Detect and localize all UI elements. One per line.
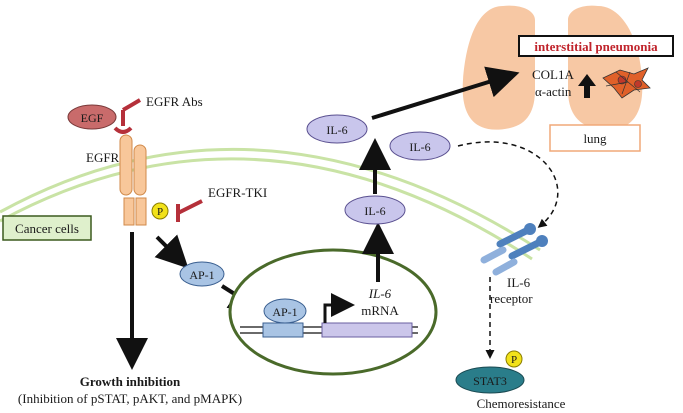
egfr-abs-label: EGFR Abs	[146, 94, 203, 109]
alpha-actin-label: α-actin	[535, 84, 572, 99]
dna-strand	[240, 322, 418, 338]
il6-protein-upper	[306, 114, 368, 144]
chemoresistance-label: Chemoresistance	[477, 396, 566, 411]
col1a-label: COL1A	[532, 67, 575, 82]
il6-protein-secreted	[389, 131, 451, 161]
arrow-il6-to-lung	[371, 66, 520, 120]
cancer-cells-label: Cancer cells	[15, 221, 79, 236]
stat3	[455, 366, 525, 394]
lung-label: lung	[583, 131, 607, 146]
ap1-cytoplasm	[179, 261, 225, 287]
stat3-label: STAT3	[473, 374, 507, 388]
ap1-nucleus	[263, 298, 307, 324]
interstitial-pneumonia-box	[518, 35, 674, 57]
transcription-start-arrow	[323, 293, 355, 323]
cancer-cells-box	[2, 215, 92, 241]
egfr-label: EGFR	[86, 150, 120, 165]
il6-upper-label: IL-6	[326, 123, 347, 137]
egfr-tki-label: EGFR-TKI	[208, 185, 267, 200]
il6-protein-lower	[344, 195, 406, 225]
il6-receptor	[480, 223, 548, 276]
lung-box	[549, 124, 641, 152]
ap1-nucleus-label: AP-1	[272, 305, 297, 319]
egfr-receptor	[119, 134, 147, 226]
inhibition-detail-label: (Inhibition of pSTAT, pAKT, and pMAPK)	[18, 391, 242, 406]
egfr-tki-inhibitor	[176, 199, 203, 222]
fibroblast-icon	[602, 67, 651, 99]
egfr-antibody-inhibitor	[113, 98, 142, 134]
arrow-il6-to-receptor	[457, 141, 559, 228]
arrow-egfr-to-ap1	[154, 234, 189, 269]
stat3-phospho-label: P	[511, 354, 517, 366]
il6-receptor-label-line1: IL-6	[507, 275, 531, 290]
growth-inhibition-label: Growth inhibition	[80, 374, 181, 389]
mrna-label: mRNA	[361, 303, 399, 318]
il6-gene-label: IL-6	[368, 286, 392, 301]
nucleus	[228, 248, 438, 376]
il6-secreted-label: IL-6	[409, 140, 430, 154]
egf-label: EGF	[81, 111, 104, 125]
stat3-phospho-site	[505, 350, 523, 368]
interstitial-pneumonia-label: interstitial pneumonia	[534, 39, 658, 54]
egfr-phospho-label: P	[157, 206, 163, 218]
cell-membrane	[0, 147, 541, 261]
increase-arrow	[578, 74, 596, 98]
egfr-phospho-site	[151, 202, 169, 220]
ap1-cytoplasm-label: AP-1	[189, 268, 214, 282]
egf-ligand	[67, 104, 117, 130]
il6-lower-label: IL-6	[364, 204, 385, 218]
il6-receptor-label-line2: receptor	[490, 291, 533, 306]
